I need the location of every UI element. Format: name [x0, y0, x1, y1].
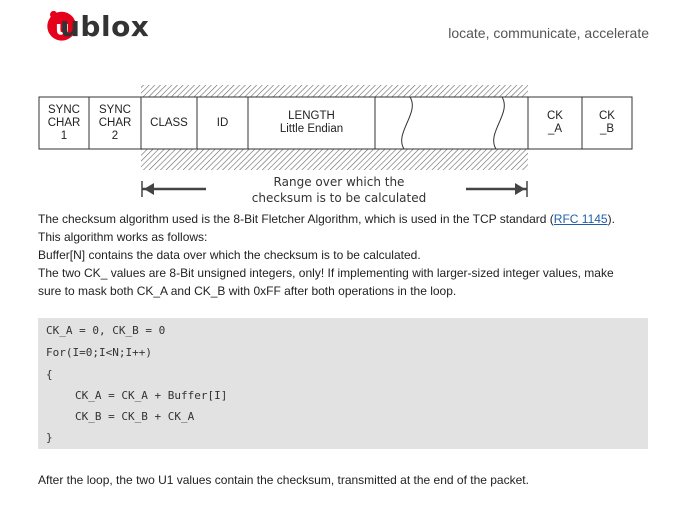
ublox-logo: u — [47, 10, 77, 41]
paragraph-line-3: Buffer[N] contains the data over which t… — [38, 248, 421, 262]
field-id: ID — [216, 116, 229, 129]
code-line: } — [46, 431, 53, 444]
field-ck-b: CK _B — [599, 110, 615, 135]
tagline: locate, communicate, accelerate — [448, 25, 649, 41]
range-hatch-top — [141, 85, 528, 97]
logo-wordmark: ublox — [60, 10, 150, 43]
checksum-code-block: CK_A = 0, CK_B = 0 For(I=0;I<N;I++) { CK… — [38, 318, 648, 449]
field-length: LENGTH Little Endian — [279, 110, 344, 135]
field-class: CLASS — [150, 116, 188, 129]
rfc-1145-link[interactable]: RFC 1145 — [553, 212, 608, 226]
paragraph-line-4: The two CK_ values are 8-Bit unsigned in… — [38, 266, 614, 280]
svg-text:u: u — [55, 16, 69, 39]
field-ck-a: CK _A — [547, 110, 563, 135]
range-hatch-bottom — [141, 149, 528, 170]
code-line: CK_A = CK_A + Buffer[I] — [75, 389, 228, 402]
checksum-range-label: Range over which the checksum is to be c… — [251, 175, 427, 205]
field-sync-char-2: SYNC CHAR 2 — [98, 103, 132, 142]
code-line: CK_A = 0, CK_B = 0 — [46, 324, 166, 337]
paragraph-line-2: This algorithm works as follows: — [38, 230, 208, 244]
code-line: { — [46, 368, 53, 381]
code-line: CK_B = CK_B + CK_A — [75, 410, 195, 423]
ubx-packet-diagram: SYNC CHAR 1 SYNC CHAR 2 CLASS ID LENGTH … — [38, 77, 648, 207]
field-sync-char-1: SYNC CHAR 1 — [47, 103, 81, 142]
paragraph-line-1: The checksum algorithm used is the 8-Bit… — [38, 212, 615, 226]
code-line: For(I=0;I<N;I++) — [46, 346, 152, 359]
footer-paragraph: After the loop, the two U1 values contai… — [38, 473, 529, 487]
paragraph-line-5: sure to mask both CK_A and CK_B with 0xF… — [38, 284, 457, 298]
